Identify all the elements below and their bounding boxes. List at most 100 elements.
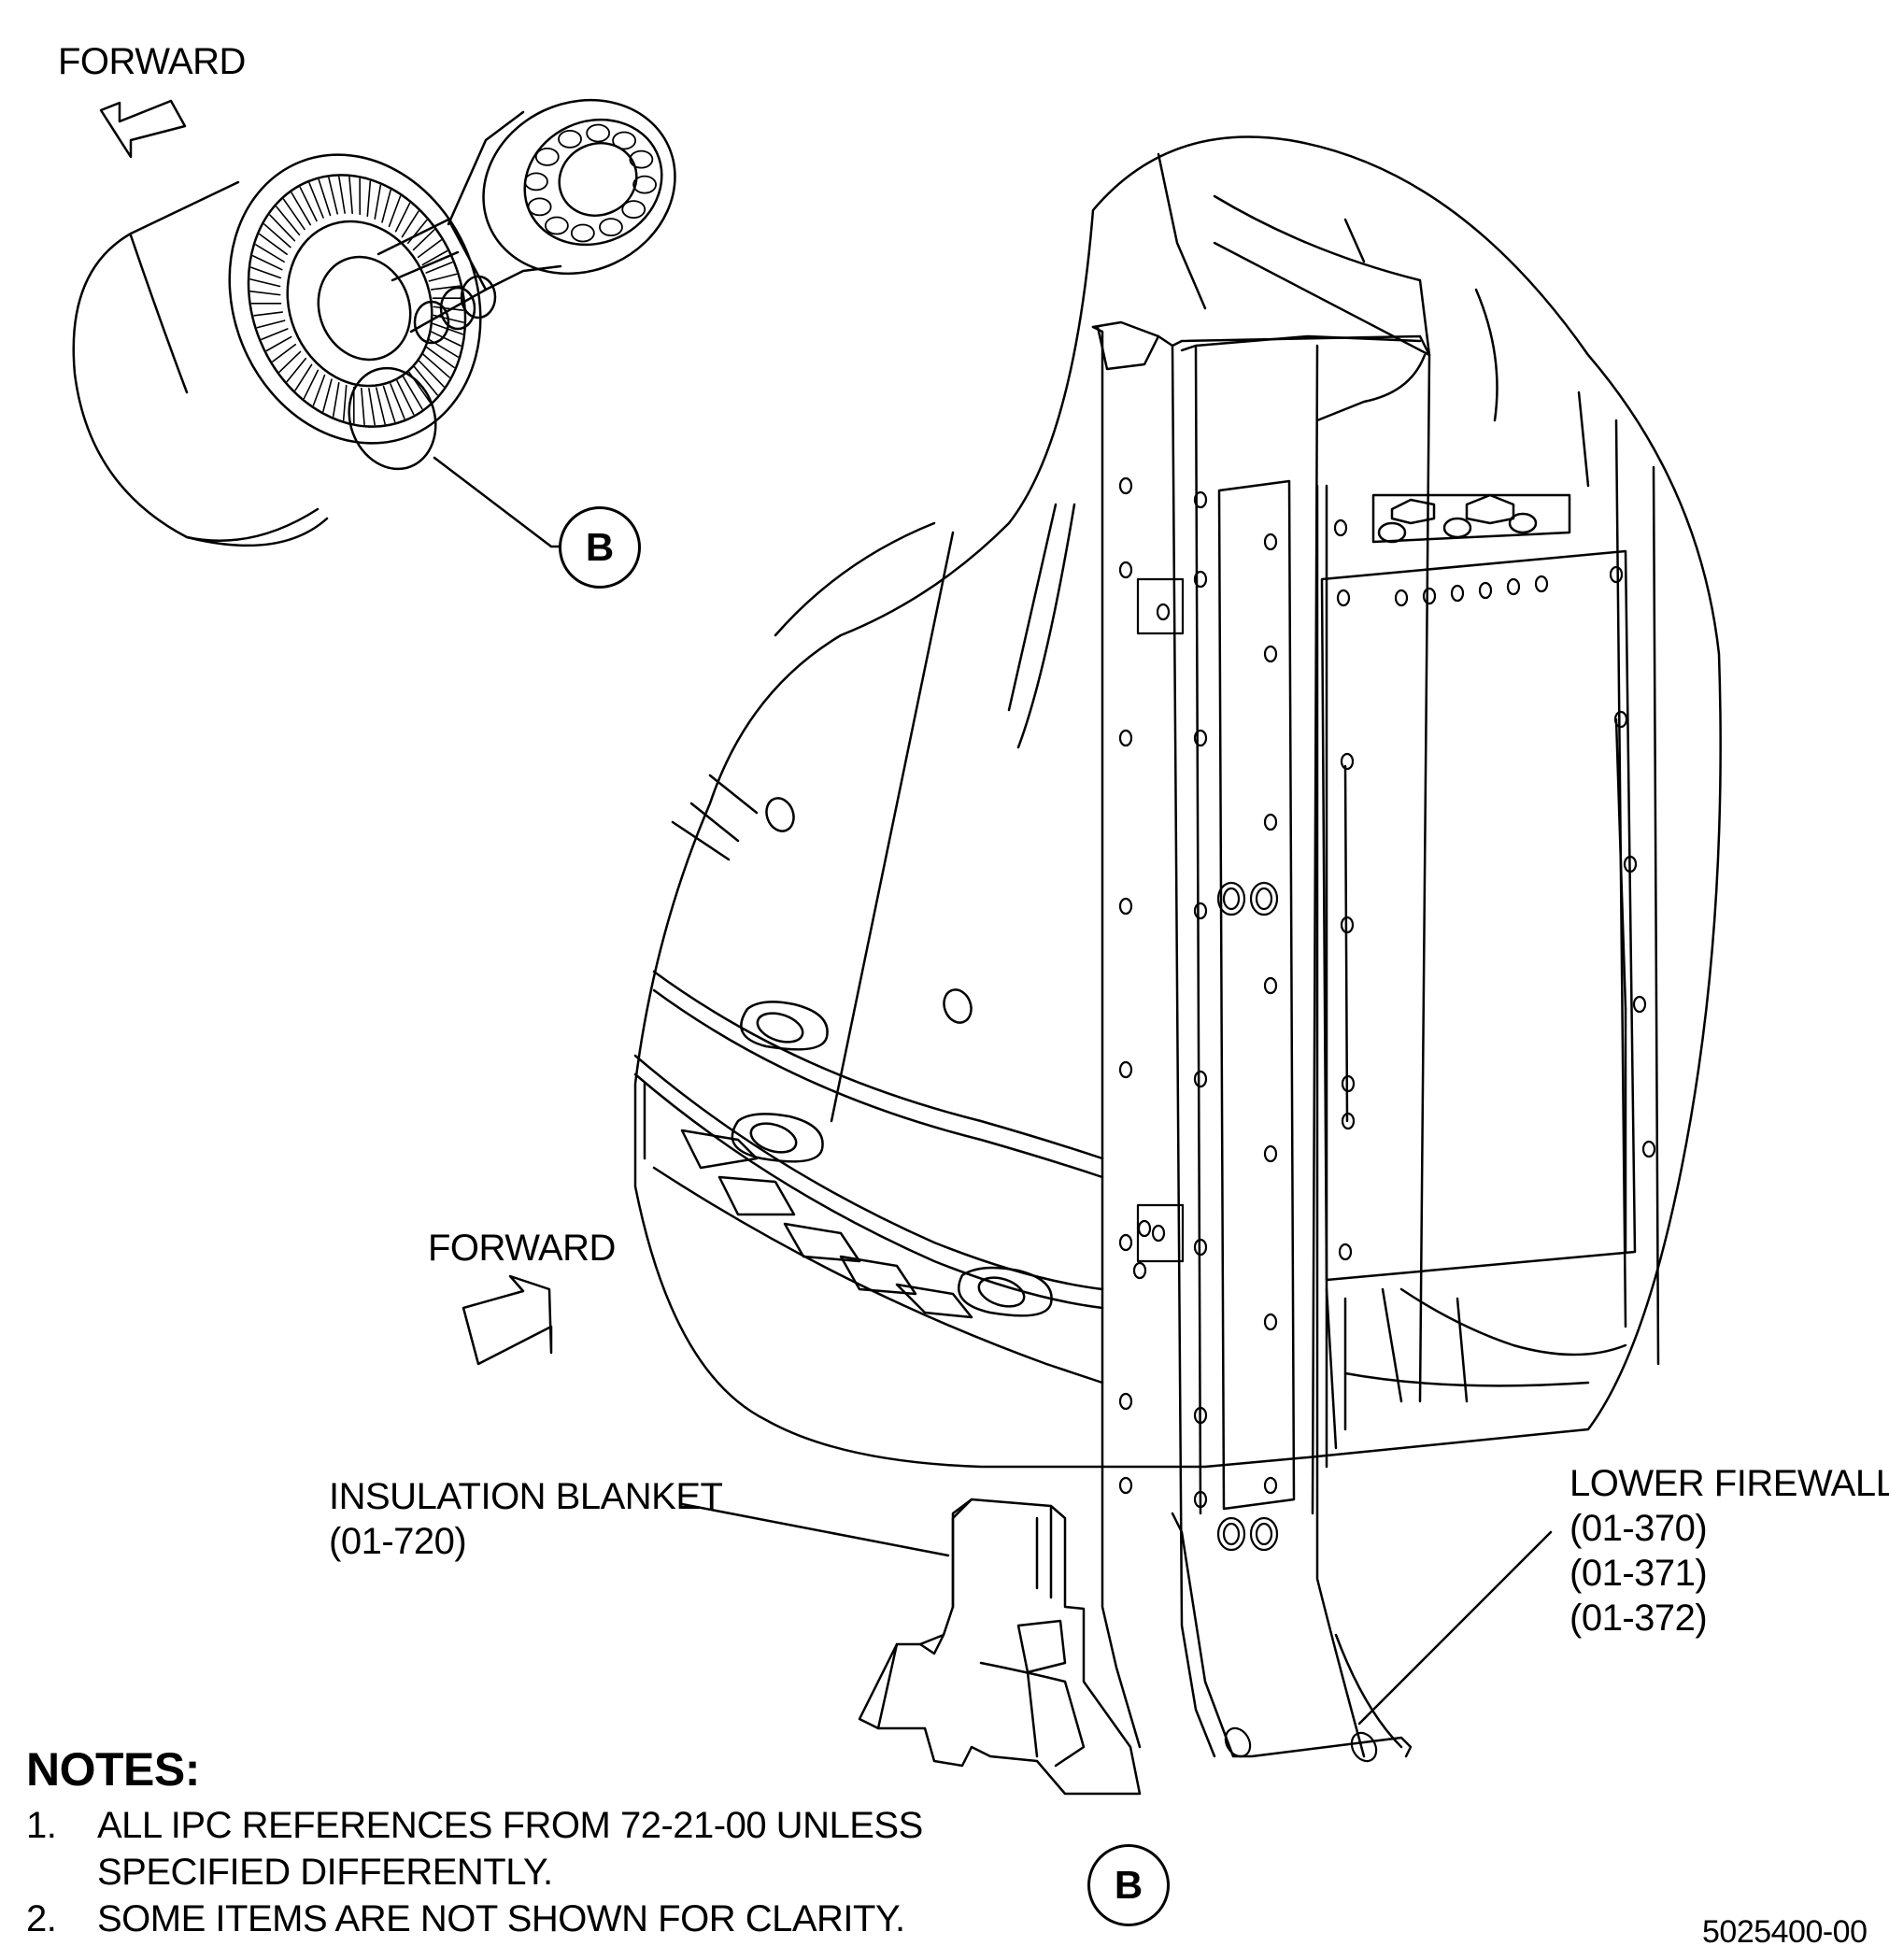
fan-blade xyxy=(266,337,291,351)
fastener-hole xyxy=(1634,997,1645,1012)
fan-blade xyxy=(319,179,330,215)
note-1-text-cont: SPECIFIED DIFFERENTLY. xyxy=(97,1852,553,1893)
fan-blade xyxy=(313,376,324,405)
engine-overview xyxy=(74,69,703,547)
fastener-hole xyxy=(1195,492,1206,507)
fan-blade xyxy=(390,196,401,226)
fastener-boss xyxy=(1251,1518,1277,1550)
fastener-boss-inner xyxy=(1257,1524,1271,1544)
fan-blade xyxy=(422,251,447,265)
fan-blade xyxy=(305,370,319,398)
fastener-hole xyxy=(1120,731,1131,746)
fan-blade xyxy=(427,348,454,368)
fastener-hole xyxy=(1342,1114,1354,1129)
bracket-plate xyxy=(1138,579,1183,633)
fan-blade xyxy=(432,332,461,346)
forward-arrow-mid xyxy=(463,1276,551,1364)
detail-callout-b-top[interactable]: B xyxy=(559,506,641,589)
fan-blade xyxy=(404,376,422,408)
lower-firewall-ref-2: (01-371) xyxy=(1569,1553,1708,1594)
fan-blade xyxy=(273,345,295,362)
detail-callout-b-bottom[interactable]: B xyxy=(1087,1844,1170,1926)
fastener-hole xyxy=(1615,712,1626,727)
fastener-hole xyxy=(1265,646,1276,661)
fastener-hole xyxy=(1265,534,1276,549)
fan-blade xyxy=(270,215,294,240)
fastener-hole xyxy=(1120,1235,1131,1250)
fan-blade xyxy=(396,204,410,232)
fastener-boss xyxy=(1251,883,1277,915)
fan-blade xyxy=(250,279,280,287)
forward-arrow-top xyxy=(101,101,185,157)
fastener-hole xyxy=(1195,1072,1206,1087)
fastener-hole xyxy=(1120,899,1131,914)
fan-blades xyxy=(250,177,463,424)
note-1-number: 1. xyxy=(26,1805,57,1846)
figure-id: 5025400-00 xyxy=(1702,1914,1868,1950)
housing-cutout xyxy=(600,219,622,235)
fastener-hole xyxy=(1508,579,1519,594)
fan-blade xyxy=(287,359,305,382)
fastener-hole xyxy=(1265,1314,1276,1329)
fastener-hole xyxy=(1195,1240,1206,1255)
fastener-hole xyxy=(1342,1076,1354,1091)
housing-cutout xyxy=(630,151,652,168)
fan-blade xyxy=(367,181,370,216)
fan-blade xyxy=(408,220,427,244)
fastener-hole xyxy=(1221,1724,1256,1761)
fastener-hole xyxy=(1265,1478,1276,1493)
fastener-hole xyxy=(1195,572,1206,587)
fan-blade xyxy=(349,178,352,214)
housing-cutout xyxy=(536,149,559,165)
housing-cutout xyxy=(613,132,635,149)
fastener-hole xyxy=(1265,815,1276,830)
fastener-hole xyxy=(1338,590,1349,605)
fastener-hole xyxy=(1195,1492,1206,1507)
fastener-hole xyxy=(1134,1263,1145,1278)
fastener-hole xyxy=(1452,586,1463,601)
fan-blade xyxy=(426,263,452,273)
fastener-hole xyxy=(1335,520,1346,535)
fan-blade xyxy=(258,320,285,328)
fan-blade xyxy=(329,178,337,214)
fastener-hole xyxy=(1120,1478,1131,1493)
housing-cutout xyxy=(587,125,609,142)
fastener-hole xyxy=(1342,917,1353,932)
fan-blade xyxy=(429,274,456,281)
fan-blade xyxy=(254,312,282,316)
fan-blade xyxy=(284,199,305,229)
fan-blade xyxy=(295,364,311,390)
fan-blade xyxy=(362,389,364,425)
note-1-line-1: 1.ALL IPC REFERENCES FROM 72-21-00 UNLES… xyxy=(26,1803,923,1848)
fastener-hole xyxy=(1625,857,1636,872)
housing-cutout xyxy=(559,131,581,148)
housing-cutout xyxy=(633,177,656,193)
fan-blade xyxy=(382,191,391,222)
fastener-hole xyxy=(1424,589,1435,604)
housing-cutout xyxy=(622,201,645,218)
fan-blade xyxy=(334,383,339,417)
fan-blade xyxy=(391,384,405,419)
fan-blade xyxy=(369,389,375,425)
fastener-boss-inner xyxy=(1224,888,1239,909)
lower-firewall-ref-1: (01-370) xyxy=(1569,1508,1708,1549)
fastener-hole xyxy=(1265,978,1276,993)
fan-blade xyxy=(253,256,282,270)
fan-blade xyxy=(251,267,280,277)
fan-blade xyxy=(264,224,291,248)
housing-cutout xyxy=(572,224,594,241)
insulation-blanket-ref: (01-720) xyxy=(329,1521,467,1562)
notes-title: NOTES: xyxy=(26,1743,200,1796)
fan-blade xyxy=(250,291,279,295)
fastener-hole xyxy=(1120,1394,1131,1409)
fastener-hole xyxy=(1643,1142,1655,1157)
lower-firewall-ref-3: (01-372) xyxy=(1569,1598,1708,1639)
fan-blade xyxy=(256,245,284,262)
fan-blade xyxy=(375,185,380,219)
fastener-hole xyxy=(1396,590,1407,605)
fan-blade xyxy=(300,188,317,221)
fastener-hole xyxy=(1611,567,1622,582)
fastener-hole xyxy=(1480,583,1491,598)
fan-blade xyxy=(339,177,345,213)
